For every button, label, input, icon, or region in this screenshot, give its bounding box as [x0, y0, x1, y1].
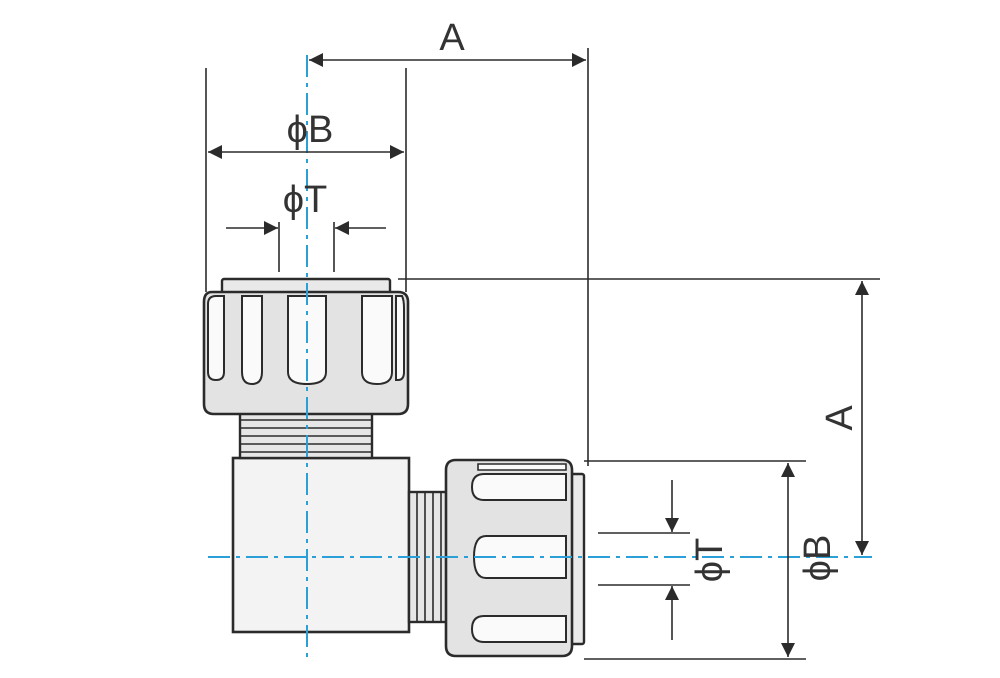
label-top-A: A [439, 17, 465, 59]
label-side-phiB: ϕB [797, 535, 839, 582]
dimension-top-phiT: ϕT [226, 179, 386, 235]
label-top-phiB: ϕB [287, 109, 334, 151]
dimension-side-A: A [819, 281, 869, 555]
dimension-top-A: A [309, 17, 586, 67]
dimension-side-phiT: ϕT [665, 480, 731, 640]
label-side-A: A [819, 405, 861, 431]
elbow-body [231, 456, 411, 634]
side-nut [444, 458, 586, 658]
dimension-top-phiB: ϕB [208, 109, 404, 159]
label-top-phiT: ϕT [283, 179, 328, 221]
extension-lines [205, 48, 880, 660]
label-side-phiT: ϕT [689, 538, 731, 583]
dimension-side-phiB: ϕB [781, 463, 839, 657]
